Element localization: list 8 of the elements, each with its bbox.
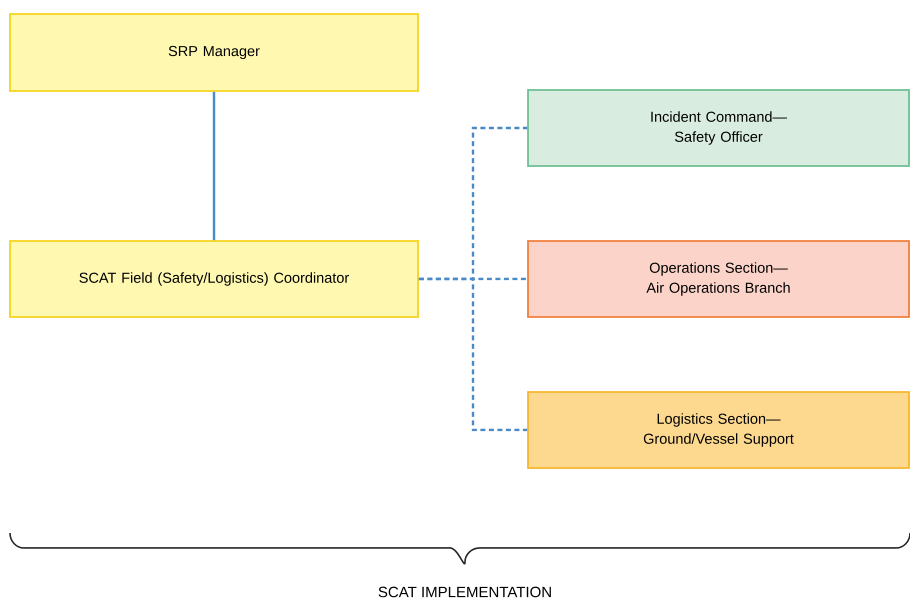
dashed-connector [418, 278, 528, 432]
connector-line [212, 92, 216, 240]
role-box: Operations Section— Air Operations Branch [527, 240, 910, 318]
role-box: Logistics Section— Ground/Vessel Support [527, 391, 910, 469]
role-box: SCAT Field (Safety/Logistics) Coordinator [9, 240, 419, 318]
role-box: Incident Command— Safety Officer [527, 89, 910, 167]
role-box: SRP Manager [9, 13, 419, 92]
caption: SCAT IMPLEMENTATION [378, 586, 551, 598]
